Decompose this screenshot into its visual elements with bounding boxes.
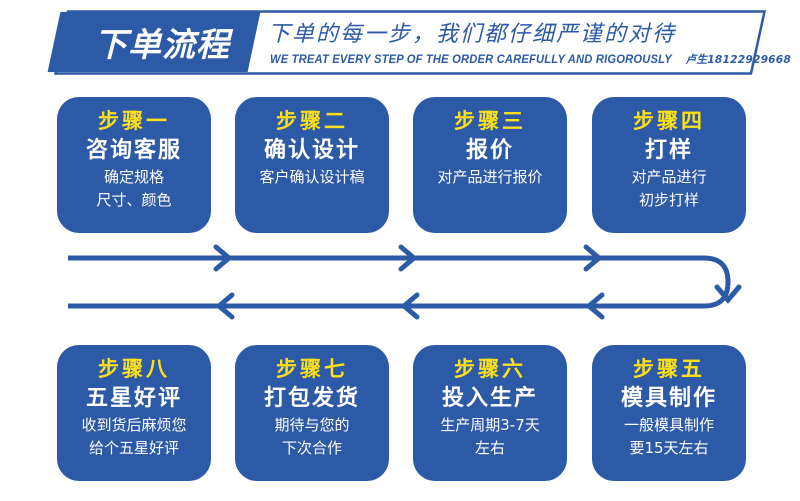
- step-desc-line: 确定规格: [103, 168, 164, 187]
- step-desc-line: 期待与您的: [274, 416, 350, 435]
- step-desc-line: 左右: [474, 439, 505, 458]
- step-desc-line: 收到货后麻烦您: [81, 416, 187, 435]
- page-header-banner: 下单流程 下单的每一步，我们都仔细严谨的对待 WE TREAT EVERY ST…: [47, 10, 791, 75]
- step-card-5[interactable]: 步骤五 模具制作 一般模具制作 要15天左右: [592, 345, 746, 481]
- banner-english-subtitle-row: WE TREAT EVERY STEP OF THE ORDER CAREFUL…: [270, 51, 791, 67]
- step-desc-line: 客户确认设计稿: [259, 168, 365, 187]
- step-card-4[interactable]: 步骤四 打样 对产品进行 初步打样: [592, 97, 746, 233]
- step-card-1[interactable]: 步骤一 咨询客服 确定规格 尺寸、颜色: [57, 97, 211, 233]
- step-title-label: 确认设计: [263, 138, 360, 164]
- step-title-label: 打样: [644, 138, 693, 164]
- step-desc-line: 一般模具制作: [623, 416, 714, 435]
- step-title-label: 投入生产: [441, 386, 538, 412]
- step-desc-line: 给个五星好评: [88, 439, 179, 458]
- step-title-label: 报价: [465, 138, 514, 164]
- step-desc-line: 初步打样: [638, 191, 699, 210]
- step-title-label: 打包发货: [263, 386, 360, 412]
- banner-english-subtitle: WE TREAT EVERY STEP OF THE ORDER CAREFUL…: [270, 54, 672, 66]
- step-number-label: 步骤三: [454, 109, 526, 133]
- step-card-8[interactable]: 步骤八 五星好评 收到货后麻烦您 给个五星好评: [57, 345, 211, 481]
- step-number-label: 步骤七: [276, 357, 348, 381]
- step-desc-line: 要15天左右: [629, 439, 709, 458]
- step-number-label: 步骤五: [633, 357, 705, 381]
- step-desc-line: 尺寸、颜色: [96, 191, 172, 210]
- step-card-2[interactable]: 步骤二 确认设计 客户确认设计稿: [235, 97, 389, 233]
- step-desc-line: 生产周期3-7天: [440, 416, 540, 435]
- step-card-7[interactable]: 步骤七 打包发货 期待与您的 下次合作: [235, 345, 389, 481]
- step-number-label: 步骤六: [454, 357, 526, 381]
- step-number-label: 步骤一: [98, 109, 170, 133]
- step-title-label: 咨询客服: [85, 138, 182, 164]
- step-title-label: 五星好评: [85, 386, 182, 412]
- step-number-label: 步骤八: [98, 357, 170, 381]
- contact-phone: 卢生18122929668: [685, 53, 792, 66]
- step-desc-line: 对产品进行: [631, 168, 707, 187]
- step-card-3[interactable]: 步骤三 报价 对产品进行报价: [413, 97, 567, 233]
- step-title-label: 模具制作: [620, 386, 717, 412]
- step-desc-line: 下次合作: [281, 439, 342, 458]
- step-number-label: 步骤四: [633, 109, 705, 133]
- step-number-label: 步骤二: [276, 109, 348, 133]
- banner-chinese-subtitle: 下单的每一步，我们都仔细严谨的对待: [268, 22, 677, 47]
- banner-tag-label: 下单流程: [94, 25, 230, 64]
- step-desc-line: 对产品进行报价: [437, 168, 543, 187]
- flow-connector-arrows: [68, 244, 742, 320]
- step-card-6[interactable]: 步骤六 投入生产 生产周期3-7天 左右: [413, 345, 567, 481]
